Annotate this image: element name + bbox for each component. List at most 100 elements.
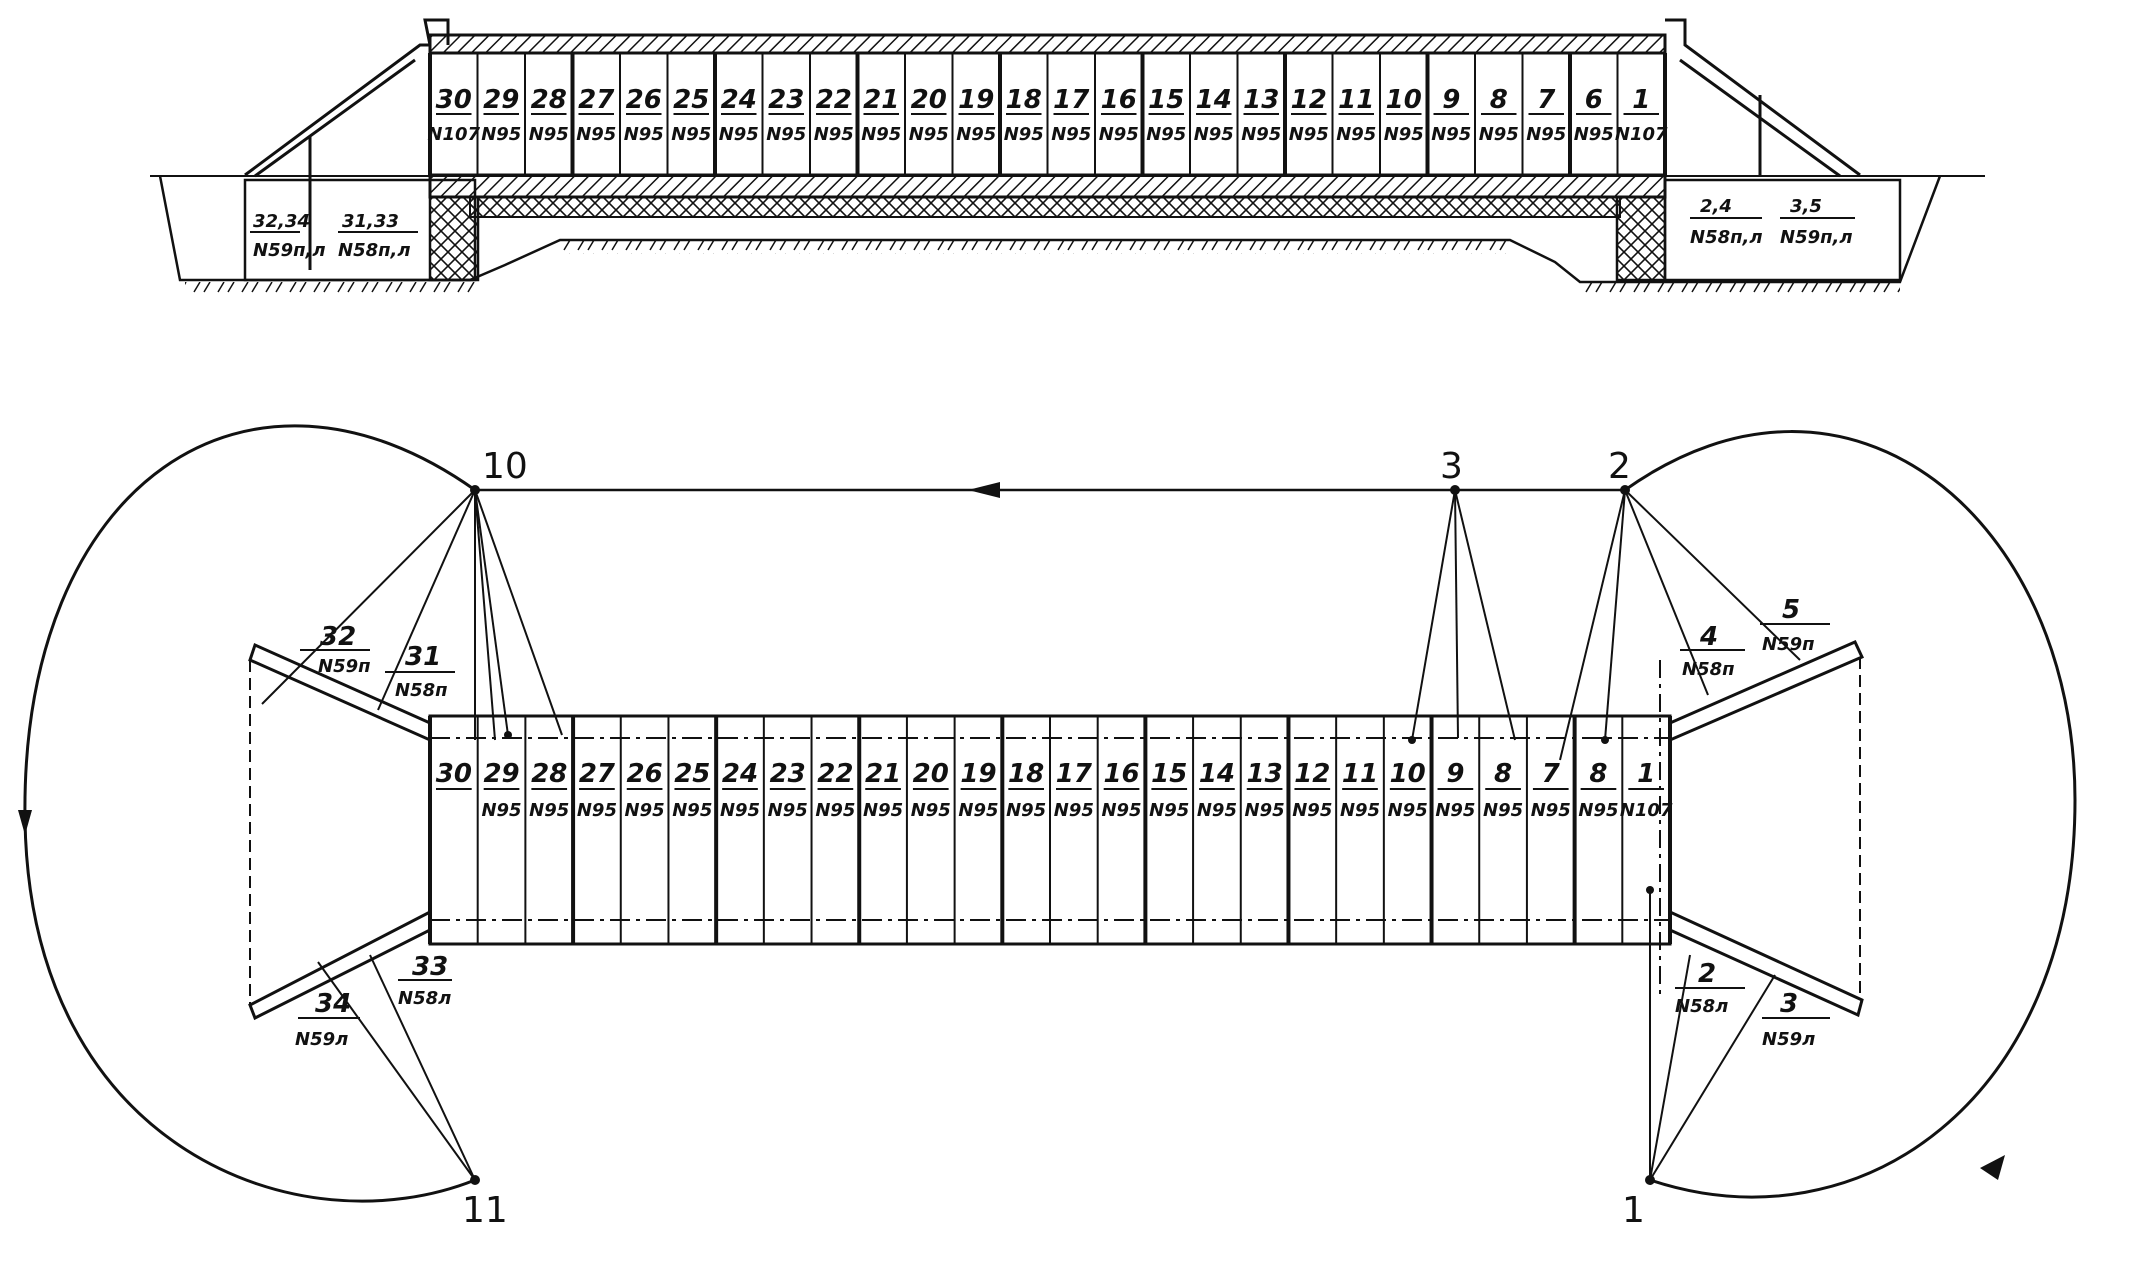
plan-block-type: N95 [1292, 800, 1332, 821]
plan-block-type: N95 [1101, 800, 1141, 821]
plan-block-number: 20 [913, 759, 949, 789]
elev-block-number: 6 [1585, 85, 1603, 115]
travel-arrow-left-icon [968, 482, 1000, 498]
wing-33-num: 33 [412, 952, 448, 982]
plan-block-number: 24 [722, 759, 758, 789]
plan-block-type: N95 [577, 800, 617, 821]
plan-block-number: 19 [960, 759, 996, 789]
elev-block-type: N95 [719, 124, 759, 145]
plan-block-number: 15 [1151, 759, 1187, 789]
plan-block-number: 7 [1542, 759, 1561, 789]
elev-block-type: N95 [1004, 124, 1044, 145]
plan-block-number: 26 [627, 759, 663, 789]
elev-block-type: N95 [529, 124, 569, 145]
elev-block-number: 22 [816, 85, 852, 115]
plan-block-number: 29 [483, 759, 519, 789]
plan-block-number: 9 [1446, 759, 1464, 789]
wing-4-num: 4 [1699, 622, 1718, 652]
elev-block-type: N95 [576, 124, 616, 145]
plan-block-number: 14 [1199, 759, 1235, 789]
plan-block-type: N95 [720, 800, 760, 821]
deck-lower-band [428, 173, 1667, 199]
elev-block-type: N95 [814, 124, 854, 145]
elev-block-number: 20 [911, 85, 947, 115]
plan-block-type: N95 [1435, 800, 1475, 821]
plan-block-type: N95 [911, 800, 951, 821]
elev-block-number: 1 [1632, 85, 1650, 115]
rigging-anchor-dots [470, 485, 1655, 1185]
elev-block-type: N107 [427, 124, 480, 145]
left-pier [428, 195, 480, 282]
elev-block-number: 15 [1148, 85, 1184, 115]
elev-block-number: 12 [1291, 85, 1327, 115]
wing-31-type: N58п [395, 680, 448, 701]
elev-left-label-1-type: N59п,л [253, 240, 326, 261]
station-10-label: 10 [482, 446, 528, 487]
elev-right-label-1-num: 2,4 [1700, 196, 1732, 217]
station-1-label: 1 [1622, 1190, 1645, 1231]
plan-block-type: N95 [1197, 800, 1237, 821]
station-3-label: 3 [1440, 446, 1463, 487]
wing-34-type: N59л [295, 1029, 348, 1050]
elev-block-type: N95 [1099, 124, 1139, 145]
elev-left-label-2-type: N58п,л [338, 240, 411, 261]
elev-right-label-2-type: N59п,л [1780, 227, 1853, 248]
elev-block-type: N95 [671, 124, 711, 145]
wing-3-type: N59л [1762, 1029, 1815, 1050]
elev-block-number: 28 [531, 85, 567, 115]
wing-5-num: 5 [1782, 595, 1800, 625]
plan-block-type: N95 [1483, 800, 1523, 821]
right-abutment [1665, 18, 1861, 178]
plan-block-type: N95 [625, 800, 665, 821]
plan-block-type: N95 [1149, 800, 1189, 821]
elev-block-number: 19 [958, 85, 994, 115]
elev-block-number: 14 [1196, 85, 1232, 115]
plan-block-type: N95 [672, 800, 712, 821]
elev-block-number: 24 [721, 85, 757, 115]
plan-block-number: 10 [1390, 759, 1426, 789]
plan-block-number: 1 [1637, 759, 1655, 789]
wing-labels: 32 N59п 31 N58п 34 N59л 33 N58л 4 N58п 5… [295, 595, 1830, 1050]
elev-block-type: N95 [1241, 124, 1281, 145]
plan-block-number: 13 [1247, 759, 1283, 789]
plan-block-type: N95 [1531, 800, 1571, 821]
elev-block-type: N95 [1146, 124, 1186, 145]
plan-block-number: 18 [1008, 759, 1044, 789]
elev-block-number: 7 [1537, 85, 1556, 115]
plan-block-type: N95 [768, 800, 808, 821]
rigging-lines [261, 489, 1801, 1181]
plan-block-number: 17 [1056, 759, 1093, 789]
elev-block-type: N95 [1051, 124, 1091, 145]
bed-soil-left [185, 282, 475, 294]
wing-2-num: 2 [1698, 959, 1716, 989]
elev-block-number: 17 [1053, 85, 1090, 115]
plan-block-number: 16 [1103, 759, 1139, 789]
elev-block-number: 23 [768, 85, 804, 115]
plan-block-type: N95 [1245, 800, 1285, 821]
elev-block-number: 29 [483, 85, 519, 115]
elev-block-number: 18 [1006, 85, 1042, 115]
elev-block-number: 21 [863, 85, 899, 115]
plan-block-number: 30 [436, 759, 472, 789]
elev-block-number: 26 [626, 85, 662, 115]
elev-block-type: N95 [1289, 124, 1329, 145]
station-2-label: 2 [1608, 446, 1631, 487]
plan-block-number: 23 [770, 759, 806, 789]
plan-block-number: 8 [1589, 759, 1607, 789]
left-abutment [244, 18, 450, 270]
elev-right-label-2-num: 3,5 [1790, 196, 1822, 217]
wing-34-num: 34 [315, 989, 351, 1019]
wing-4-type: N58п [1682, 659, 1735, 680]
elev-block-number: 13 [1243, 85, 1279, 115]
plan-block-number: 12 [1294, 759, 1330, 789]
route-right-loop [1624, 430, 2077, 1199]
plan-block-type: N95 [815, 800, 855, 821]
right-foundation-labels: 2,4 N58п,л 3,5 N59п,л [1690, 196, 1855, 248]
elev-block-type: N95 [1431, 124, 1471, 145]
wing-31-num: 31 [405, 642, 441, 672]
wing-2-type: N58л [1675, 996, 1728, 1017]
elev-block-type: N95 [1526, 124, 1566, 145]
plan-block-number: 8 [1494, 759, 1512, 789]
